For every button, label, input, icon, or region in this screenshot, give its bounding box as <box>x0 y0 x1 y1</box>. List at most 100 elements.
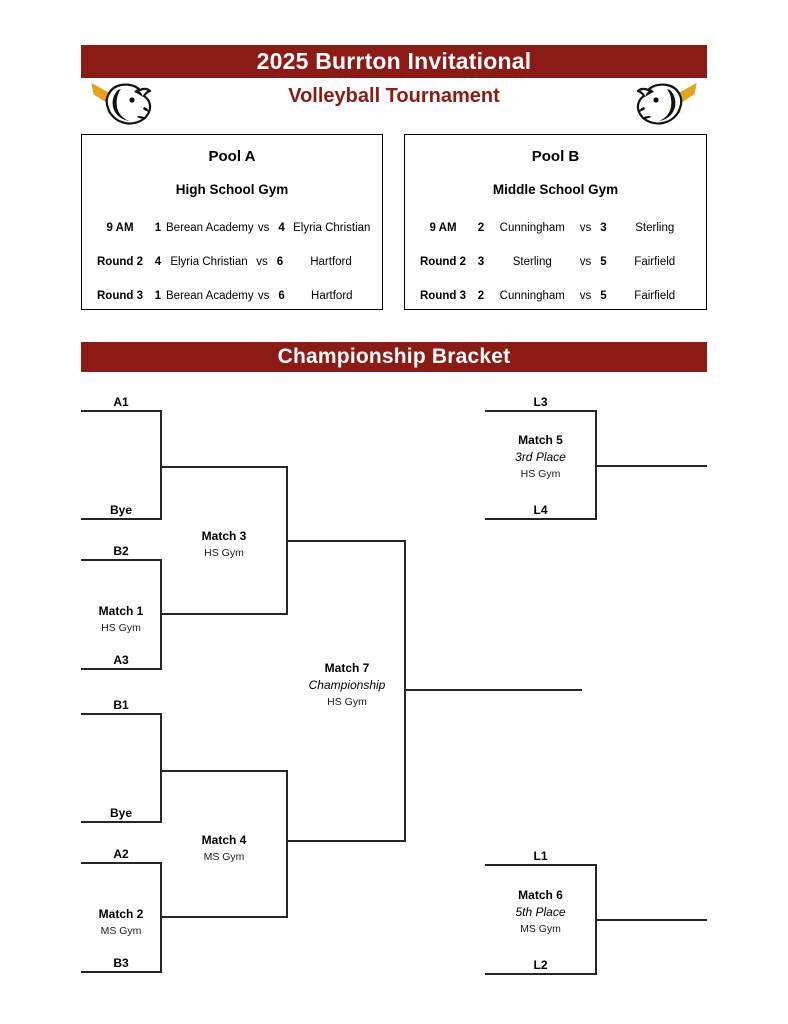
match-2-gym: MS Gym <box>100 925 142 937</box>
bracket-section-title: Championship Bracket <box>81 342 707 372</box>
bracket-line-a2 <box>81 862 161 864</box>
bracket-line-a3 <box>81 668 161 670</box>
team1-seed: 3 <box>477 256 485 268</box>
match-4-name: Match 4 <box>201 833 247 847</box>
match-2-name: Match 2 <box>98 907 144 921</box>
team2-seed: 4 <box>278 222 285 234</box>
bracket-line-l1 <box>485 864 596 866</box>
match-round: Round 2 <box>420 256 466 268</box>
bracket-feed-match7-top <box>286 540 406 542</box>
team2-name: Hartford <box>310 256 352 268</box>
bracket-slot-bye-bottom: Bye <box>109 806 132 820</box>
vs-label: vs <box>579 222 592 234</box>
team2-seed: 5 <box>600 290 607 302</box>
bracket-slot-a3: A3 <box>113 653 129 667</box>
team2-name: Sterling <box>635 222 675 234</box>
match-1-name: Match 1 <box>98 604 144 618</box>
pool-match-row: Round 3 1 Berean Academy vs 6 Hartford <box>82 279 382 313</box>
match-7-title: Championship <box>308 678 386 692</box>
team2-name: Fairfield <box>634 256 676 268</box>
vs-label: vs <box>256 256 268 268</box>
team2-name: Hartford <box>311 290 353 302</box>
team2-seed: 6 <box>278 290 285 302</box>
bracket-winner-line-3rd-place <box>595 465 707 467</box>
match-round: Round 3 <box>97 290 143 302</box>
bracket-line-b3 <box>81 971 161 973</box>
bracket-line-a1 <box>81 410 161 412</box>
bracket-feed-match3-bottom <box>160 613 288 615</box>
bracket-match-3: Match 3 HS Gym <box>161 528 287 561</box>
pool-a-title: Pool A <box>208 148 256 165</box>
bracket-connector-a1-bye <box>160 410 162 520</box>
pool-a-box: Pool A High School Gym 9 AM 1 Berean Aca… <box>81 134 383 310</box>
pool-match-row: Round 3 2 Cunningham vs 5 Fairfield <box>405 279 706 313</box>
team1-seed: 4 <box>154 256 162 268</box>
bracket-line-bye-bottom <box>81 821 161 823</box>
bracket-slot-b2: B2 <box>113 544 129 558</box>
team1-seed: 1 <box>154 222 162 234</box>
team1-name: Elyria Christian <box>170 256 248 268</box>
bracket-feed-match7-bottom <box>286 840 406 842</box>
team2-seed: 5 <box>600 256 607 268</box>
team1-seed: 1 <box>154 290 162 302</box>
bracket-line-l2 <box>485 973 596 975</box>
bracket-feed-match4-top <box>160 770 288 772</box>
pool-b-venue: Middle School Gym <box>492 182 619 197</box>
team1-name: Sterling <box>512 256 552 268</box>
vs-label: vs <box>579 290 592 302</box>
bracket-winner-line-championship <box>404 689 582 691</box>
bracket-slot-b3: B3 <box>113 956 129 970</box>
team1-name: Berean Academy <box>166 290 254 302</box>
pool-match-row: Round 2 4 Elyria Christian vs 6 Hartford <box>82 245 382 279</box>
match-3-name: Match 3 <box>201 529 247 543</box>
bracket-match-6: Match 6 5th Place MS Gym <box>485 887 596 937</box>
bracket-slot-l4: L4 <box>533 503 548 517</box>
pool-a-venue: High School Gym <box>175 182 289 197</box>
bracket-line-bye-top <box>81 518 161 520</box>
match-6-title: 5th Place <box>515 905 566 919</box>
pool-match-row: 9 AM 1 Berean Academy vs 4 Elyria Christ… <box>82 211 382 245</box>
match-5-title: 3rd Place <box>515 450 566 464</box>
match-5-gym: HS Gym <box>520 468 561 480</box>
match-round: Round 3 <box>420 290 466 302</box>
team2-name: Fairfield <box>634 290 676 302</box>
bracket-winner-line-5th-place <box>595 919 707 921</box>
bracket-line-b2 <box>81 559 161 561</box>
team2-name: Elyria Christian <box>293 222 371 234</box>
match-7-gym: HS Gym <box>327 696 367 708</box>
bracket-line-l3 <box>485 410 596 412</box>
match-4-gym: MS Gym <box>203 851 245 863</box>
bracket-feed-match3-top <box>160 466 288 468</box>
team1-seed: 2 <box>477 290 485 302</box>
bracket-slot-a2: A2 <box>113 847 129 861</box>
match-6-gym: MS Gym <box>520 923 561 935</box>
match-round: 9 AM <box>106 222 134 234</box>
match-round: 9 AM <box>429 222 457 234</box>
match-3-gym: HS Gym <box>204 547 244 559</box>
bracket-slot-a1: A1 <box>113 395 129 409</box>
pool-b-match-list: 9 AM 2 Cunningham vs 3 Sterling Round 2 … <box>405 211 706 313</box>
bracket-feed-match4-bottom <box>160 916 288 918</box>
bracket-slot-b1: B1 <box>113 698 129 712</box>
match-6-name: Match 6 <box>518 888 563 902</box>
match-round: Round 2 <box>97 256 143 268</box>
team2-seed: 6 <box>276 256 284 268</box>
match-7-name: Match 7 <box>324 661 370 675</box>
bracket-slot-l2: L2 <box>533 958 548 972</box>
pool-match-row: Round 2 3 Sterling vs 5 Fairfield <box>405 245 706 279</box>
page-subtitle: Volleyball Tournament <box>288 84 500 107</box>
team1-name: Cunningham <box>499 290 565 302</box>
bracket-line-l4 <box>485 518 596 520</box>
team1-seed: 2 <box>477 222 485 234</box>
team1-name: Berean Academy <box>166 222 254 234</box>
bracket-connector-match4 <box>286 770 288 918</box>
bracket-slot-bye-top: Bye <box>109 503 132 517</box>
bracket-match-5: Match 5 3rd Place HS Gym <box>485 432 596 482</box>
vs-label: vs <box>579 256 592 268</box>
bracket-match-7: Match 7 Championship HS Gym <box>288 660 406 710</box>
pool-a-match-list: 9 AM 1 Berean Academy vs 4 Elyria Christ… <box>82 211 382 313</box>
horse-head-lightning-icon <box>636 83 697 125</box>
bracket-match-4: Match 4 MS Gym <box>161 832 287 865</box>
horse-head-lightning-icon <box>91 83 152 125</box>
